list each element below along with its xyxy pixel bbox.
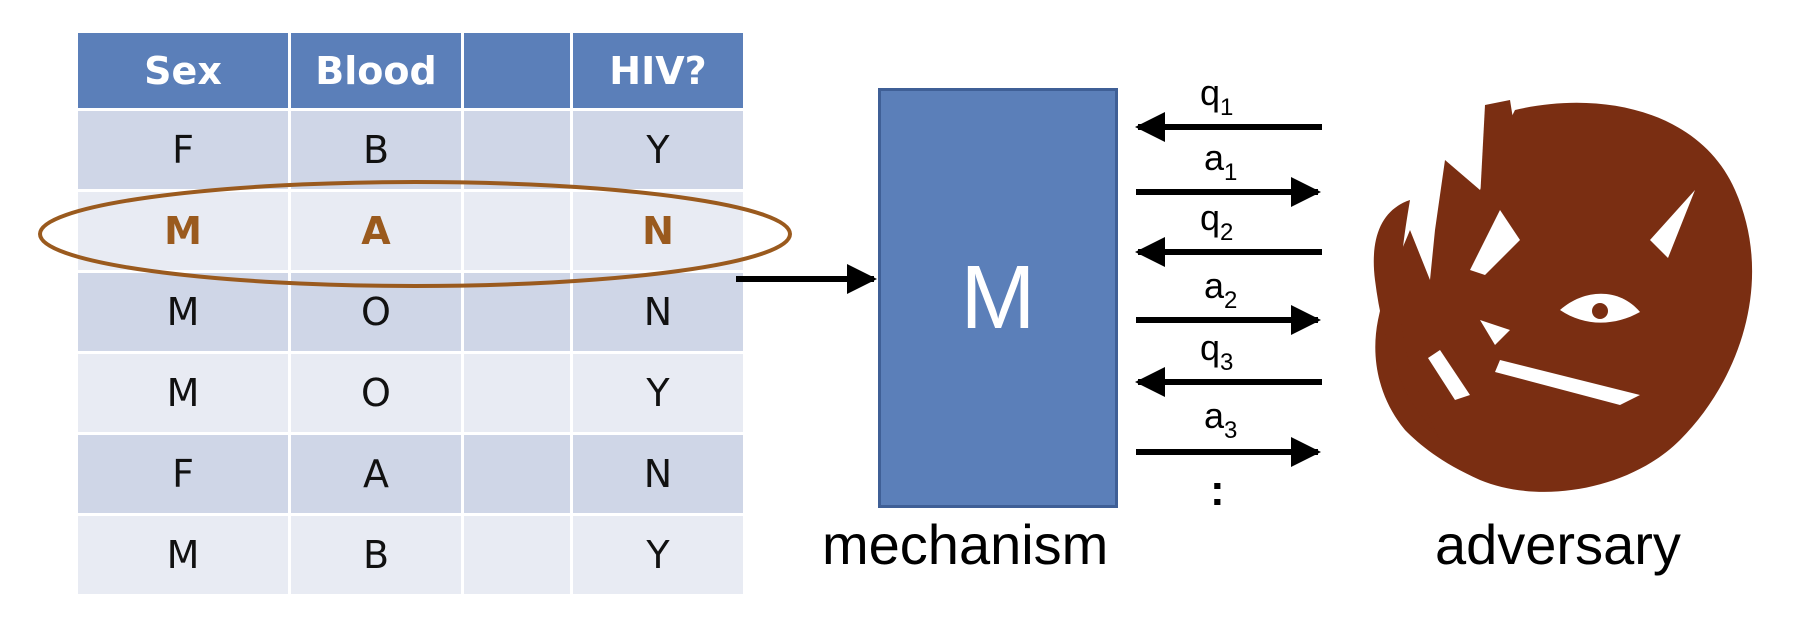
table-row: M B Y (75, 513, 746, 597)
devil-cheek-shape (1373, 200, 1440, 440)
cell-sex: M (75, 351, 291, 435)
cell-hiv: Y (570, 513, 746, 597)
mechanism-box: M (878, 88, 1118, 508)
table-header-row: Sex Blood HIV? (75, 30, 746, 111)
cell-blood: A (288, 189, 464, 273)
devil-horn (1480, 100, 1518, 220)
header-sex: Sex (75, 30, 291, 111)
table-row: F B Y (75, 108, 746, 192)
cell-blood: B (288, 513, 464, 597)
cell-sex: M (75, 513, 291, 597)
answer-label: a2 (1204, 265, 1237, 314)
cell-sex: F (75, 108, 291, 192)
cell-hiv: N (570, 432, 746, 516)
mechanism-letter: M (960, 247, 1036, 348)
header-blank (461, 30, 573, 111)
table-row: F A N (75, 432, 746, 516)
adversary-caption: adversary (1435, 513, 1681, 576)
devil-head-shape (1375, 102, 1753, 492)
cell-blank (461, 513, 573, 597)
cell-sex: M (75, 270, 291, 354)
cell-sex: F (75, 432, 291, 516)
highlight-ellipse (38, 180, 792, 288)
table-row: M O Y (75, 351, 746, 435)
cell-blank (461, 351, 573, 435)
devil-pupil (1592, 303, 1608, 319)
continuation-ellipsis: : (1210, 466, 1225, 515)
query-label: q1 (1200, 72, 1233, 121)
mechanism-caption: mechanism (822, 513, 1109, 576)
cell-hiv: Y (570, 108, 746, 192)
cell-blank (461, 432, 573, 516)
cell-blood: O (288, 351, 464, 435)
answer-label: a1 (1204, 137, 1237, 186)
answer-label: a3 (1204, 395, 1237, 444)
query-label: q3 (1200, 327, 1233, 376)
cell-blood: A (288, 432, 464, 516)
header-blood: Blood (288, 30, 464, 111)
cell-hiv: Y (570, 351, 746, 435)
devil-brow-mark (1650, 190, 1695, 258)
cell-blood: B (288, 108, 464, 192)
adversary-devil-icon (1373, 100, 1753, 492)
devil-face-cut (1428, 350, 1470, 400)
devil-face-cut (1480, 320, 1510, 345)
header-hiv: HIV? (570, 30, 746, 111)
data-table: Sex Blood HIV? F B Y M A N M O N M O (75, 30, 746, 597)
table-row-highlighted: M A N (75, 189, 746, 273)
query-label: q2 (1200, 197, 1233, 246)
devil-mouth (1495, 360, 1640, 405)
cell-blank (461, 108, 573, 192)
cell-blank (461, 189, 573, 273)
devil-face-cut (1470, 210, 1520, 275)
